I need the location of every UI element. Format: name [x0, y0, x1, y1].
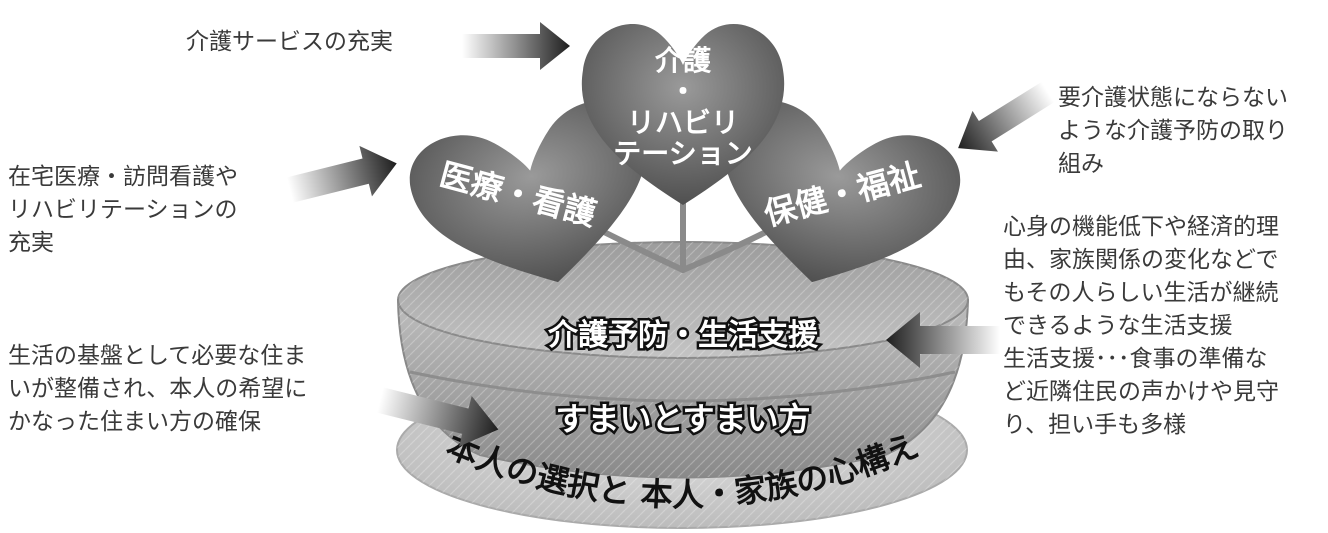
leaf-center-label-line: テーション — [613, 137, 752, 170]
leaf-left — [410, 100, 647, 283]
bowl-lower-label: すまいとすまい方 — [555, 400, 810, 438]
leaf-center — [581, 23, 785, 205]
leaf-right — [723, 100, 960, 283]
bowl-upper-label: 介護予防・生活支援 — [547, 318, 819, 353]
leaf-center-label: 介護・リハビリテーション — [613, 44, 752, 170]
leaf-center-label-line: 介護 — [654, 44, 712, 77]
annotation-right-lower: 心身の機能低下や経済的理 由、家族関係の変化などで もその人らしい生活が継続 で… — [1003, 214, 1279, 438]
annotation-top: 介護サービスの充実 — [186, 29, 393, 55]
annotation-left-lower: 生活の基盤として必要な住ま いが整備され、本人の希望に かなった住まい方の確保 — [8, 343, 308, 435]
arrow-left-upper — [286, 145, 397, 203]
arrow-top — [462, 22, 570, 70]
annotation-right-upper: 要介護状態にならない ような介護予防の取り 組み — [1058, 85, 1288, 177]
leaf-center-label-line: ・ — [669, 75, 697, 108]
arrow-right-lower — [886, 312, 1000, 368]
annotation-left-upper: 在宅医療・訪問看護や リハビリテーションの 充実 — [8, 164, 238, 256]
arrow-right-upper — [958, 81, 1055, 152]
leaf-center-label-line: リハビリ — [627, 106, 739, 139]
arrow-left-lower — [376, 387, 499, 447]
